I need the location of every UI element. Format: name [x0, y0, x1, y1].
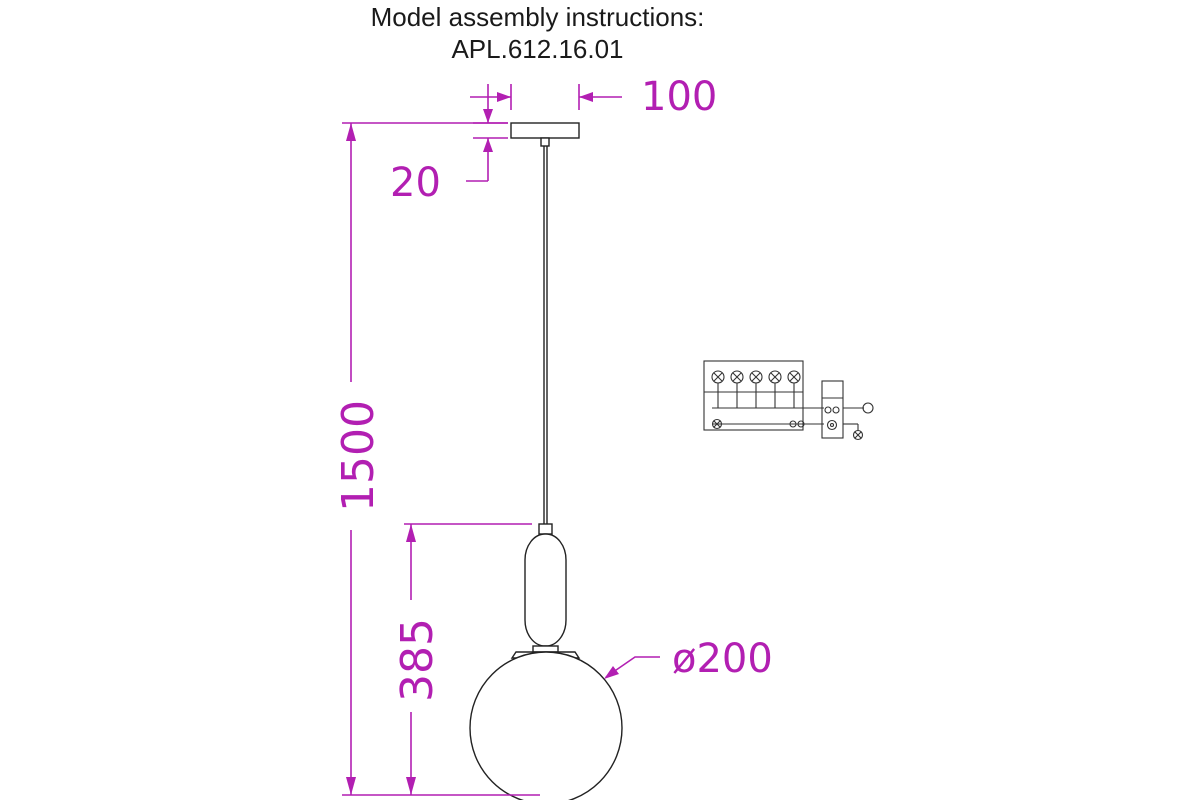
total-height-label: 1500	[333, 400, 384, 512]
lamp-connector	[538, 523, 553, 535]
glass-capsule	[524, 533, 567, 647]
load-terminal-icon	[852, 429, 864, 441]
globe-diameter-label: ø200	[672, 636, 773, 682]
canopy-height-label: 20	[390, 160, 441, 206]
ceiling-canopy	[510, 122, 580, 139]
dimension-total-height: 1500	[333, 122, 540, 796]
ground-terminal-icon	[826, 419, 838, 431]
wire-leads	[712, 383, 824, 425]
terminal-block	[703, 360, 804, 431]
canopy-diameter-label: 100	[641, 74, 717, 120]
dimension-canopy-width: 100	[470, 74, 717, 120]
lamp-symbols	[711, 418, 805, 430]
connector-box	[821, 380, 874, 441]
model-number: APL.612.16.01	[451, 34, 624, 64]
wiring-diagram	[703, 360, 874, 441]
shade-height-label: 385	[392, 618, 443, 702]
terminal-screws	[711, 370, 801, 384]
lamp-symbol-icon	[711, 418, 723, 430]
neck-ring	[532, 645, 559, 653]
dimension-canopy-height: 20	[390, 84, 508, 206]
glass-globe	[469, 651, 623, 800]
dimension-shade-height: 385	[392, 523, 532, 795]
junction-box	[821, 380, 844, 439]
cable-grip	[540, 137, 550, 147]
dimension-globe-diameter: ø200	[604, 636, 773, 682]
line-terminal-icon	[862, 402, 874, 414]
pendant-lamp	[469, 122, 623, 800]
diagram-title: Model assembly instructions:	[370, 2, 705, 32]
